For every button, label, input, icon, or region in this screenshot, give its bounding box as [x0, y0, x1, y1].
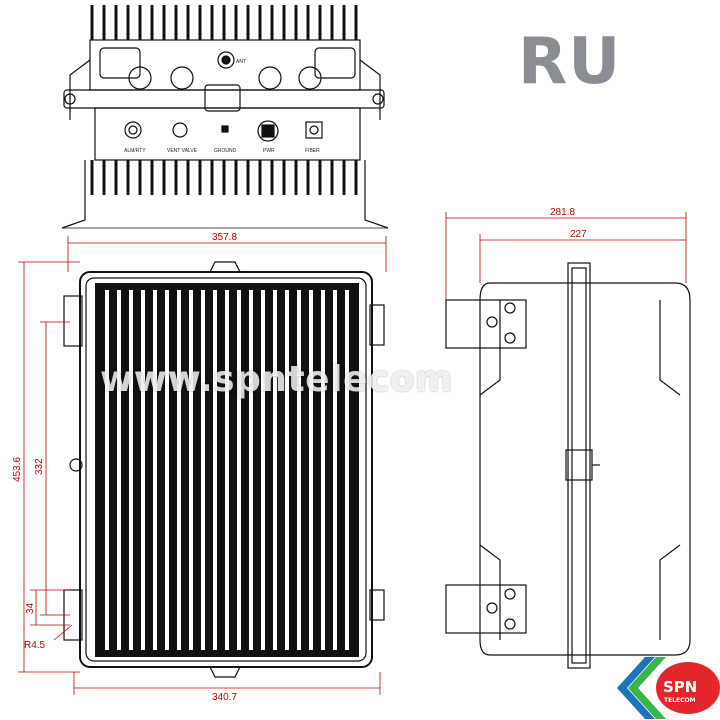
top-clamp-band [63, 89, 385, 109]
top-clamp-center [204, 84, 241, 112]
dim-small: 34 [25, 602, 36, 614]
front-hinge-left [69, 458, 83, 472]
side-contour-left-bottom [479, 544, 501, 640]
top-connector-4 [298, 66, 322, 90]
front-tab-top [209, 261, 241, 273]
side-dimensions [445, 212, 687, 300]
logo-line1: SPN [663, 678, 697, 696]
side-contour-right-bottom [659, 544, 681, 640]
side-bracket-bottom [445, 584, 527, 634]
top-connector-2 [170, 66, 194, 90]
port-vent [172, 122, 188, 138]
top-arm-left [69, 59, 91, 120]
port-fiber [305, 121, 323, 139]
dim-radius: R4.5 [24, 640, 46, 651]
port-label-vent: VENT VALVE [167, 148, 198, 154]
top-view-port-labels: ALM/RTY VENT VALVE GROUND PWR FIBER ANT [124, 59, 320, 154]
logo-chevron-blue [617, 657, 655, 719]
spn-telecom-logo: SPN TELECOM [617, 657, 720, 719]
logo-red-disc [656, 662, 720, 714]
side-body [479, 282, 691, 656]
connector-panel [94, 107, 361, 161]
top-connector-3 [258, 66, 282, 90]
side-contour-left-top [479, 300, 501, 396]
top-foot-left [61, 160, 86, 229]
logo-line2: TELECOM [664, 697, 696, 704]
front-view [63, 261, 385, 678]
top-fins-upper [90, 5, 358, 40]
front-dimensions [18, 236, 387, 695]
top-foot-right [364, 160, 389, 229]
side-bracket-top [445, 299, 527, 349]
front-latch-right-bottom [369, 589, 385, 621]
port-power [257, 120, 279, 142]
top-arm-right [359, 59, 381, 120]
ru-label: RU [518, 25, 622, 99]
side-bolts [486, 302, 516, 630]
front-latch-right-top [369, 304, 385, 346]
top-view [61, 5, 389, 229]
front-bracket-left-top [63, 295, 83, 347]
side-clamp-hinge [565, 449, 593, 481]
side-clamp-bar [567, 262, 591, 669]
antenna-connector [217, 51, 235, 69]
front-tab-bottom [209, 666, 241, 678]
watermark-text: www.spntelecom [100, 359, 453, 400]
top-fins-lower [90, 160, 358, 195]
dim-side-inner: 227 [570, 229, 587, 240]
port-label-fiber: FIBER [305, 148, 320, 154]
port-label-power: PWR [263, 148, 275, 154]
side-contour-right-top [659, 300, 681, 396]
dim-side-outer: 281.8 [550, 207, 575, 218]
top-bracket-left [99, 47, 141, 79]
port-label-ground: GROUND [214, 148, 237, 154]
dim-height-left: 453.6 [12, 457, 23, 482]
logo-chevron-green [628, 657, 666, 719]
dim-leader-radius [53, 624, 73, 641]
dim-width-top: 357.8 [212, 232, 237, 243]
side-view [445, 262, 691, 669]
port-alarm [124, 121, 142, 139]
front-fin-gaps [105, 290, 349, 650]
dim-height-inner: 332 [34, 458, 45, 475]
front-dimension-labels: 357.8 453.6 332 34 R4.5 340.7 [12, 232, 237, 703]
top-connector-1 [128, 66, 152, 90]
port-label-alarm: ALM/RTY [124, 148, 146, 154]
port-ground [221, 125, 229, 133]
top-bracket-right [314, 47, 356, 79]
antenna-label: ANT [236, 59, 246, 65]
front-frame-inner [85, 277, 367, 662]
side-dimension-labels: 281.8 227 [550, 207, 587, 240]
dim-width-bottom: 340.7 [212, 692, 237, 703]
